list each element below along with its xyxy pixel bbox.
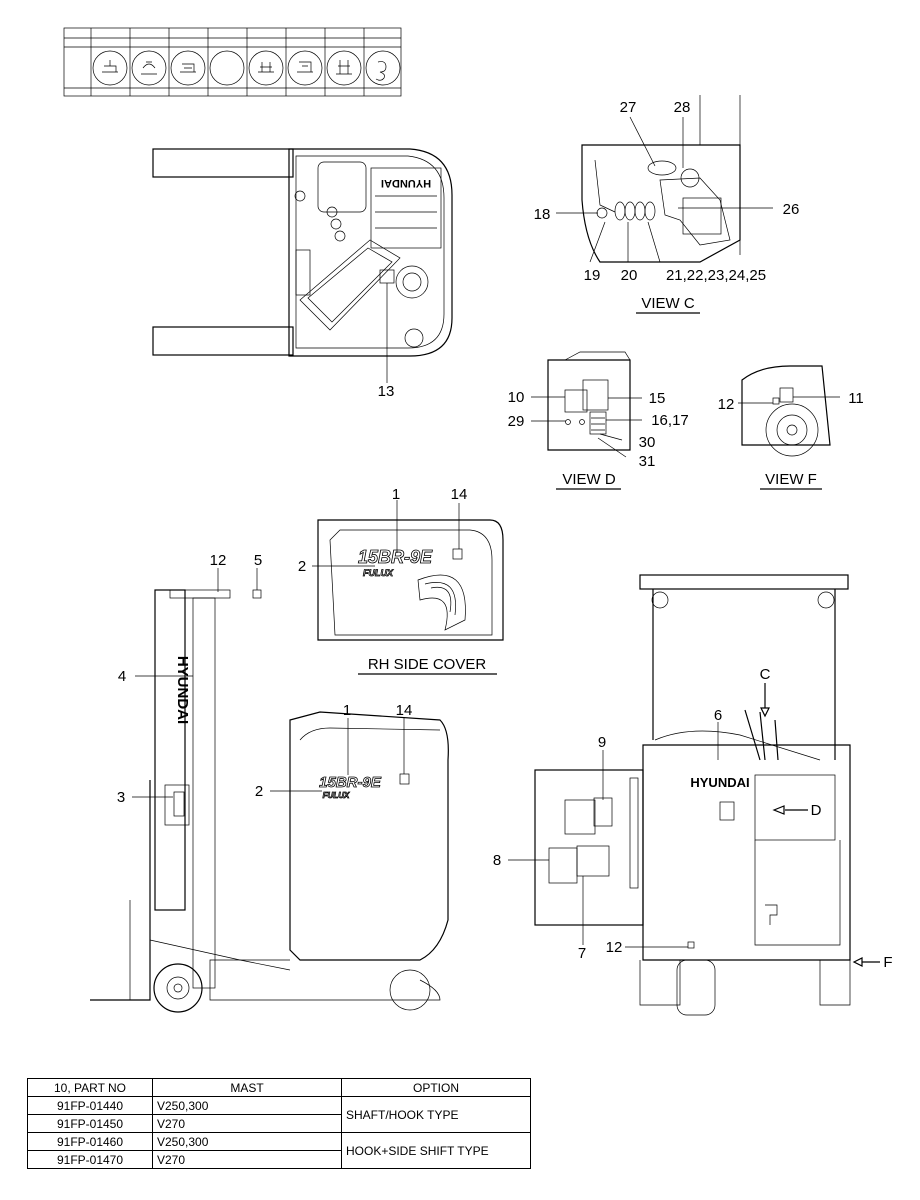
table-cell-option: SHAFT/HOOK TYPE <box>341 1096 531 1133</box>
table-cell-mast: V250,300 <box>152 1132 342 1151</box>
callout-9: 9 <box>598 734 606 751</box>
table-cell-mast: V250,300 <box>152 1096 342 1115</box>
callout-10: 10 <box>508 389 525 406</box>
decal-circle-icon <box>170 50 206 86</box>
view-f: 12 11 VIEW F <box>718 365 864 490</box>
callout-1-side: 1 <box>343 702 351 719</box>
callout-4: 4 <box>118 668 126 685</box>
callout-21-25: 21,22,23,24,25 <box>666 267 766 284</box>
decal-circle-icon <box>131 50 167 86</box>
table-row: 91FP-01460 V250,300 HOOK+SIDE SHIFT TYPE <box>27 1132 531 1169</box>
decal-circle-icon <box>326 50 362 86</box>
view-f-caption: VIEW F <box>765 471 817 488</box>
rh-cover-caption: RH SIDE COVER <box>368 656 487 673</box>
callout-30: 30 <box>639 434 656 451</box>
callout-14-side: 14 <box>396 702 413 719</box>
body-model: 15BR-9E <box>319 774 382 791</box>
callout-20: 20 <box>621 267 638 284</box>
callout-11: 11 <box>848 390 864 407</box>
callout-5: 5 <box>254 552 262 569</box>
table-cell-mast: V270 <box>152 1114 342 1133</box>
view-d: 10 15 29 16,17 30 31 VIEW D <box>508 351 689 490</box>
table-cell-part-no: 91FP-01440 <box>27 1096 153 1115</box>
table-row: 91FP-01450 V270 <box>27 1114 531 1133</box>
decal-icon-chart <box>63 27 402 97</box>
callout-c-arrow: C <box>760 666 771 683</box>
rh-side-cover: 15BR-9E FULUX 1 14 2 RH SIDE COVER <box>298 486 504 675</box>
callout-7: 7 <box>578 945 586 962</box>
decal-circle-icon <box>209 50 245 86</box>
table-cell-part-no: 91FP-01450 <box>27 1114 153 1133</box>
view-c: 27 28 18 26 19 20 21,22,23,24,25 VIEW C <box>534 95 800 314</box>
table-header-row: 10, PART NO MAST OPTION <box>27 1078 531 1097</box>
table-row: 91FP-01470 V270 <box>27 1150 531 1169</box>
top-view: HYUNDAI 13 <box>152 148 453 400</box>
body-brand: HYUNDAI <box>690 775 749 790</box>
callout-29: 29 <box>508 413 525 430</box>
view-c-caption: VIEW C <box>641 295 695 312</box>
table-header-mast: MAST <box>152 1078 342 1097</box>
callout-18: 18 <box>534 206 551 223</box>
side-view: HYUNDAI 15BR-9E FULUX 12 5 4 1 14 2 3 <box>90 552 449 1013</box>
rear-view: HYUNDAI C 6 9 8 7 12 D F <box>493 574 893 1016</box>
decal-circle-icon <box>365 50 401 86</box>
callout-2-rh: 2 <box>298 558 306 575</box>
decal-circle-icon <box>287 50 323 86</box>
view-f-arrow-label: F <box>883 954 892 971</box>
callout-6: 6 <box>714 707 722 724</box>
table-row: 91FP-01440 V250,300 SHAFT/HOOK TYPE <box>27 1096 531 1133</box>
mast-brand: HYUNDAI <box>174 656 191 724</box>
callout-16-17: 16,17 <box>651 412 689 429</box>
body-sub: FULUX <box>323 791 350 800</box>
callout-28: 28 <box>674 99 691 116</box>
callout-31: 31 <box>639 453 656 470</box>
table-header-option: OPTION <box>341 1078 531 1097</box>
callout-13: 13 <box>378 383 395 400</box>
callout-14-rh: 14 <box>451 486 468 503</box>
callout-2-side: 2 <box>255 783 263 800</box>
view-d-caption: VIEW D <box>562 471 616 488</box>
callout-12-side: 12 <box>210 552 227 569</box>
decal-circle-icon <box>92 50 128 86</box>
callout-8: 8 <box>493 852 501 869</box>
table-header-part-no: 10, PART NO <box>27 1078 153 1097</box>
callout-27: 27 <box>620 99 637 116</box>
parts-table: 10, PART NO MAST OPTION 91FP-01440 V250,… <box>27 1078 531 1169</box>
callout-12-f: 12 <box>718 396 735 413</box>
callout-1-rh: 1 <box>392 486 400 503</box>
rh-cover-model: 15BR-9E <box>358 547 433 567</box>
decal-circle-icon <box>248 50 284 86</box>
console-brand: HYUNDAI <box>381 177 431 189</box>
view-d-arrow-label: D <box>811 802 822 819</box>
callout-15: 15 <box>649 390 666 407</box>
table-cell-option: HOOK+SIDE SHIFT TYPE <box>341 1132 531 1169</box>
callout-26: 26 <box>783 201 800 218</box>
table-cell-mast: V270 <box>152 1150 342 1169</box>
table-cell-part-no: 91FP-01460 <box>27 1132 153 1151</box>
callout-12-rear: 12 <box>606 939 623 956</box>
rh-cover-sub: FULUX <box>363 568 394 578</box>
callout-19: 19 <box>584 267 601 284</box>
callout-3: 3 <box>117 789 125 806</box>
table-cell-part-no: 91FP-01470 <box>27 1150 153 1169</box>
